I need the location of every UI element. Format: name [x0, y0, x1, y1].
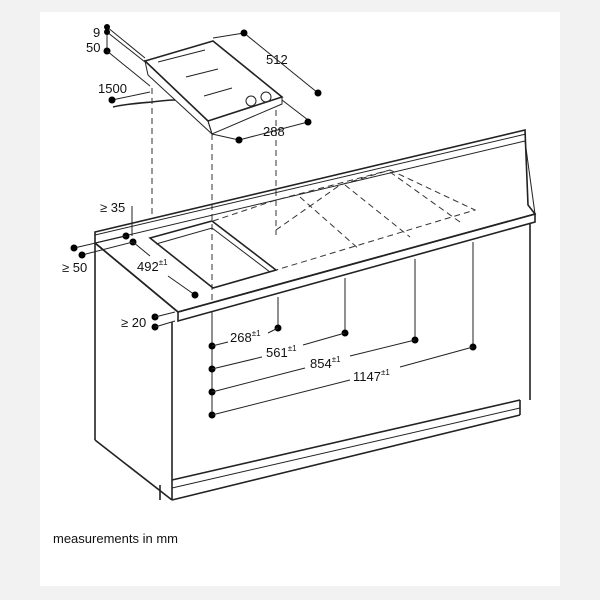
dim-cable-length: 1500 — [98, 81, 127, 96]
dim-hob-height: 50 — [86, 40, 100, 55]
hob-unit — [112, 40, 284, 136]
control-knob-icon — [260, 91, 272, 103]
hob-dimensions — [103, 24, 322, 144]
dim-glass-thickness: 9 — [93, 25, 100, 40]
dim-offset-2: 561±1 — [266, 344, 297, 360]
power-cable — [112, 99, 176, 108]
countertop-dimensions — [70, 206, 477, 419]
dim-worktop-thickness: ≥ 20 — [121, 315, 146, 330]
base-cabinet — [94, 224, 531, 501]
dim-offset-1: 268±1 — [230, 329, 261, 345]
units-note: measurements in mm — [53, 531, 178, 546]
dim-front-clearance: ≥ 50 — [62, 260, 87, 275]
dim-cutout-depth: 492±1 — [137, 258, 168, 274]
countertop — [94, 128, 537, 323]
dim-hob-depth: 512 — [266, 52, 288, 67]
dim-offset-3: 854±1 — [310, 355, 341, 371]
dim-hob-width: 288 — [263, 124, 285, 139]
control-knob-icon — [245, 95, 257, 107]
dim-offset-4: 1147±1 — [353, 368, 390, 384]
dim-back-clearance: ≥ 35 — [100, 200, 125, 215]
